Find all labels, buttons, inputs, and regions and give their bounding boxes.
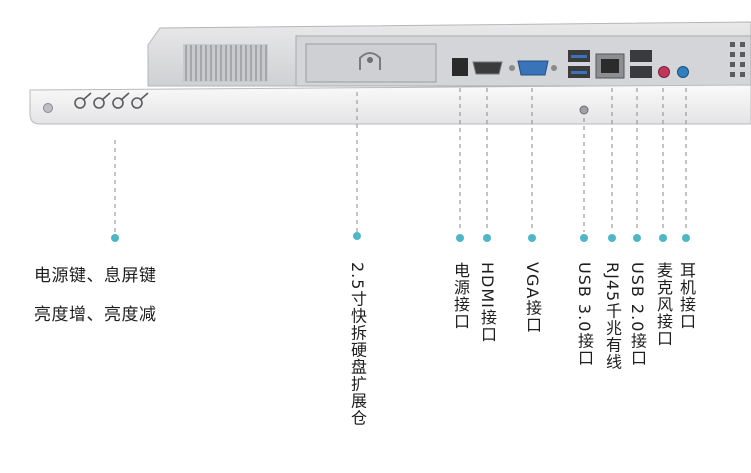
- label-hdmi-port: HDMI接口: [478, 262, 497, 343]
- usb2-ports: [630, 50, 652, 78]
- label-usb3-port: USB 3.0接口: [575, 262, 594, 367]
- vga-port: [509, 60, 557, 76]
- label-hdd-bay: 2.5寸快拆硬盘扩展仓: [348, 262, 367, 427]
- bezel-bottom: [29, 84, 751, 125]
- label-usb2-port: USB 2.0接口: [628, 262, 647, 367]
- label-buttons-line1: 电源键、息屏键: [34, 266, 157, 286]
- label-buttons-line2: 亮度增、亮度减: [34, 305, 157, 325]
- label-mic-port: 麦克风接口: [654, 262, 673, 347]
- label-power-port: 电源接口: [451, 262, 470, 330]
- power-jack: [452, 58, 468, 76]
- hdmi-port: [472, 61, 503, 75]
- label-headphone-port: 耳机接口: [677, 262, 696, 330]
- side-vent: [730, 42, 745, 77]
- mic-port: [658, 66, 670, 78]
- hdd-bay-door: [305, 43, 437, 83]
- key-icon: [74, 92, 149, 109]
- usb3-ports: [568, 50, 590, 78]
- indicator-led: [43, 103, 53, 113]
- label-rj45-port: RJ45千兆有线: [603, 262, 622, 371]
- screw-icon: [579, 105, 589, 115]
- rj45-port: [595, 53, 625, 79]
- headphone-port: [677, 66, 689, 78]
- leader-lines: [114, 88, 687, 232]
- label-vga-port: VGA接口: [523, 262, 542, 334]
- callout-dots: [111, 232, 690, 242]
- vent-grill-icon: [183, 44, 268, 82]
